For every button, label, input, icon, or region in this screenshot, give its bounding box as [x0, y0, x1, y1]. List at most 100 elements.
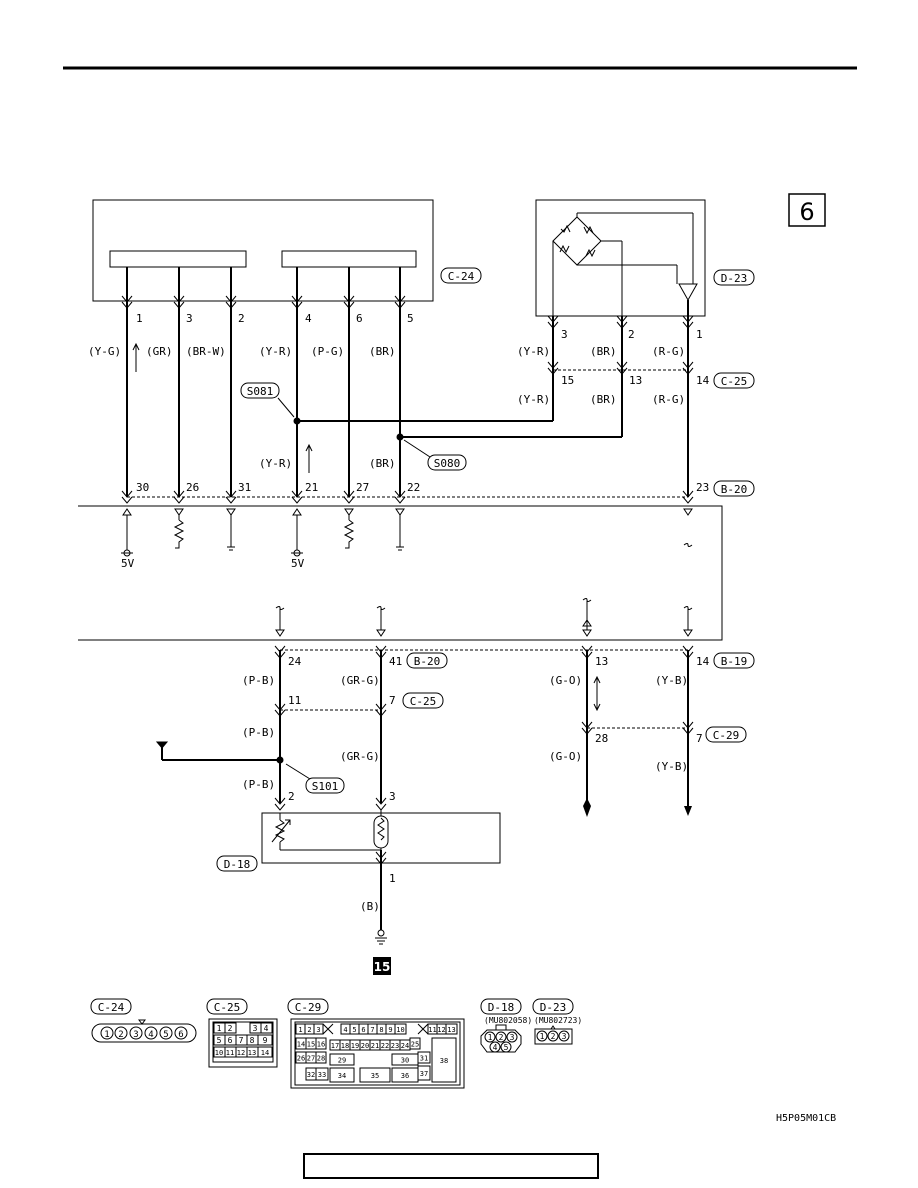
legend-d23-connector	[534, 1025, 573, 1045]
svg-text:1: 1	[217, 1024, 222, 1033]
d23-pin-numbers: 3 2 1	[561, 328, 703, 341]
c29-pin-label: 29	[338, 1057, 346, 1065]
svg-text:7: 7	[239, 1036, 244, 1045]
svg-text:(BR): (BR)	[369, 345, 396, 358]
svg-text:4: 4	[148, 1030, 153, 1040]
svg-text:41: 41	[389, 655, 402, 668]
c24-tag: C-24	[440, 267, 482, 284]
c25-tag-top: C-25	[713, 372, 755, 389]
c29-pin-label: 35	[371, 1072, 379, 1080]
c29-pin-label: 12	[437, 1026, 445, 1034]
svg-text:6: 6	[178, 1030, 183, 1040]
svg-text:1: 1	[389, 872, 396, 885]
svg-text:3: 3	[389, 790, 396, 803]
c29-pin-cell	[313, 1023, 324, 1035]
c29-pin-label: 3	[316, 1026, 320, 1034]
svg-text:8: 8	[250, 1036, 255, 1045]
c29-pin-label: 27	[307, 1055, 315, 1063]
svg-text:(GR): (GR)	[146, 345, 173, 358]
legend-c29-connector	[290, 1018, 465, 1089]
svg-text:(BR): (BR)	[590, 393, 617, 406]
svg-text:(P-B): (P-B)	[242, 778, 275, 791]
svg-text:3: 3	[253, 1024, 258, 1033]
c29-pin-label: 23	[391, 1042, 399, 1050]
down-arrows	[583, 798, 692, 817]
svg-text:3: 3	[510, 1033, 515, 1042]
svg-text:1: 1	[488, 1033, 493, 1042]
voltage-label-2: 5V	[291, 557, 305, 570]
svg-text:(Y-R): (Y-R)	[259, 457, 292, 470]
ecu-internal-symbols	[121, 508, 693, 637]
svg-text:(P-B): (P-B)	[242, 674, 275, 687]
c29-pin-label: 11	[428, 1026, 436, 1034]
svg-text:C-24: C-24	[98, 1001, 125, 1014]
svg-text:12: 12	[237, 1049, 245, 1057]
c29-pin-label: 32	[307, 1071, 315, 1079]
svg-text:27: 27	[356, 481, 369, 494]
svg-text:D-23: D-23	[721, 272, 748, 285]
bridge-sensor-icon	[552, 212, 698, 316]
c24-inner-block-right	[281, 250, 417, 268]
svg-text:11: 11	[226, 1049, 234, 1057]
svg-text:30: 30	[136, 481, 149, 494]
svg-text:C-25: C-25	[410, 695, 437, 708]
c29-pin-label: 34	[338, 1072, 346, 1080]
c29-pin-label: 1	[298, 1026, 302, 1034]
svg-text:11: 11	[288, 694, 301, 707]
svg-text:5: 5	[163, 1030, 168, 1040]
c29-pin-label: 13	[447, 1026, 455, 1034]
lower-chevrons	[155, 645, 694, 865]
legend-c25-connector: 1 2 3 4 5 6 7 8 9 10 11 12 13 14	[208, 1018, 278, 1068]
variable-resistor-icon	[271, 813, 381, 851]
legend-d23-pins: 1 2 3	[540, 1032, 567, 1041]
c29-pin-label: 21	[371, 1042, 379, 1050]
svg-text:14: 14	[696, 655, 710, 668]
svg-text:2: 2	[228, 1024, 233, 1033]
c29-pin-cell	[409, 1037, 421, 1050]
page-number: 6	[799, 198, 814, 226]
c24-wire-colors: (Y-G) (GR) (BR-W) (Y-R) (P-G) (BR)	[88, 345, 396, 358]
svg-text:(Y-B): (Y-B)	[655, 760, 688, 773]
c29-pin-label: 26	[297, 1055, 305, 1063]
svg-text:3: 3	[133, 1030, 138, 1040]
c24-pin-numbers: 1 3 2 4 6 5	[136, 312, 414, 325]
svg-text:(GR-G): (GR-G)	[340, 750, 380, 763]
svg-text:(P-B): (P-B)	[242, 726, 275, 739]
c25-tag-bottom: C-25	[402, 692, 444, 709]
c29-pin-cell	[315, 1051, 327, 1064]
svg-text:15: 15	[561, 374, 574, 387]
svg-text:(BR): (BR)	[369, 457, 396, 470]
svg-text:14: 14	[261, 1049, 269, 1057]
c29-pin-cell	[329, 1067, 355, 1083]
c29-pin-label: 37	[420, 1070, 428, 1078]
legend-d23-tag: D-23	[532, 998, 574, 1015]
reference-code: H5P05M01CB	[776, 1113, 836, 1124]
c29-blank-mark	[322, 1023, 334, 1035]
svg-text:C-25: C-25	[214, 1001, 241, 1014]
c29-pin-cell	[359, 1067, 391, 1083]
c29-pin-label: 9	[388, 1026, 392, 1034]
svg-text:D-23: D-23	[540, 1001, 567, 1014]
legend-d23-part: (MU802723)	[534, 1016, 582, 1025]
c24-pin-chevrons	[121, 295, 406, 309]
svg-text:D-18: D-18	[224, 858, 251, 871]
splice-s080: S080	[403, 439, 467, 471]
c29-pin-label: 15	[307, 1041, 315, 1049]
legend-d18-connector	[480, 1024, 522, 1053]
d23-component-box	[535, 199, 706, 317]
signal-direction-arrow	[132, 342, 313, 473]
splice-wires	[293, 417, 622, 441]
svg-text:2: 2	[551, 1032, 556, 1041]
c29-pin-label: 24	[401, 1042, 409, 1050]
svg-text:3: 3	[562, 1032, 567, 1041]
b20-b19-pin-numbers: 24 41 13 14 11 7 28 7	[288, 655, 710, 745]
svg-text:13: 13	[629, 374, 642, 387]
c29-pin-label: 10	[396, 1026, 404, 1034]
svg-text:22: 22	[407, 481, 420, 494]
b20-tag-top: B-20	[713, 480, 755, 497]
svg-text:4: 4	[264, 1024, 269, 1033]
svg-text:5: 5	[407, 312, 414, 325]
c29-pin-label: 36	[401, 1072, 409, 1080]
